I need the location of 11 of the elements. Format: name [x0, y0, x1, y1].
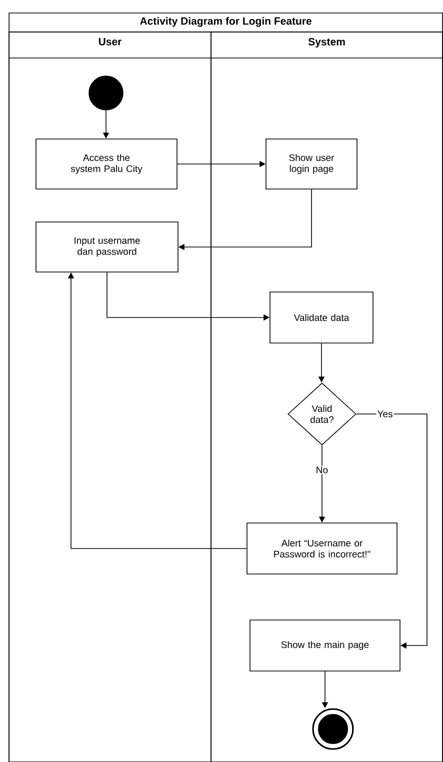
edge-label: No	[314, 466, 330, 474]
end-node	[312, 708, 354, 750]
edge-label: Yes	[376, 410, 394, 418]
action-box: Access the system Palu City	[36, 138, 178, 190]
action-box: Alert “Username or Password is incorrect!"	[246, 522, 398, 574]
action-box: Input username dan password	[36, 222, 178, 272]
action-box: Validate data	[270, 292, 374, 344]
arrow	[356, 414, 428, 649]
start-node	[88, 76, 124, 110]
action-box: Show user login page	[266, 138, 358, 190]
action-box: Show the main page	[250, 620, 400, 672]
